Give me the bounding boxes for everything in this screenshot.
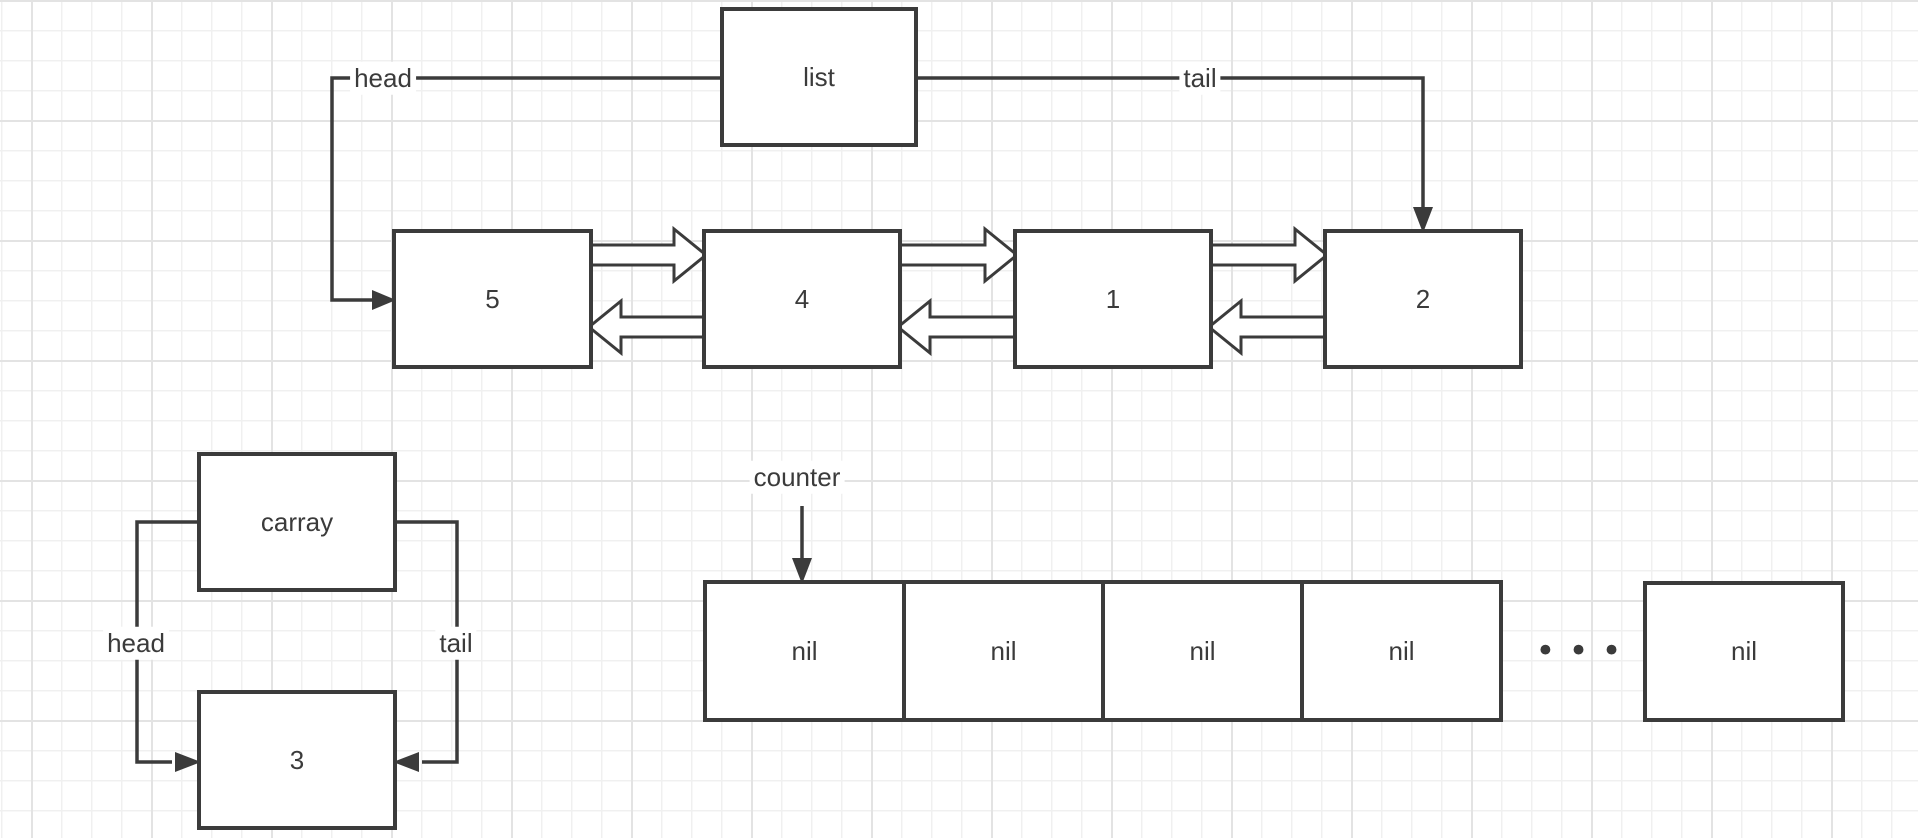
carray-box: carray	[197, 452, 397, 592]
counter-array: nil nil nil nil	[703, 580, 1503, 722]
node-value: 1	[1105, 283, 1121, 314]
next-block-arrow-1-2	[1207, 225, 1330, 285]
head-pointer-line	[330, 76, 724, 302]
ellipsis-dots: •••	[1535, 631, 1635, 671]
prev-block-arrow-1-4	[895, 297, 1019, 357]
tail-edge-label: tail	[1179, 61, 1221, 95]
prev-block-arrow-4-5	[586, 297, 708, 357]
node-value: 5	[485, 283, 500, 314]
node-value: 2	[1415, 283, 1431, 314]
next-block-arrow-4-1	[896, 225, 1020, 285]
tail-nil-cell: nil	[1643, 581, 1845, 722]
counter-pointer-edge	[792, 506, 812, 584]
nil-cell: nil	[703, 580, 906, 722]
node-box-5: 5	[392, 229, 593, 369]
carray-box-label: carray	[260, 506, 334, 537]
prev-block-arrow-2-1	[1206, 297, 1329, 357]
carray-tail-arrowhead-icon	[393, 752, 419, 772]
next-block-arrow-5-4	[587, 225, 709, 285]
tail-pointer-arrowhead-icon	[1413, 207, 1433, 233]
list-box: list	[720, 7, 918, 147]
node-box-2: 2	[1323, 229, 1523, 369]
nil-cell-value: nil	[1189, 635, 1216, 666]
counter-pointer-arrowhead-icon	[792, 558, 812, 584]
node-box-4: 4	[702, 229, 902, 369]
node-value: 3	[289, 744, 305, 775]
head-edge-label: head	[350, 61, 416, 95]
nil-cell: nil	[902, 580, 1105, 722]
node-box-1: 1	[1013, 229, 1213, 369]
node-box-3: 3	[197, 690, 397, 830]
carray-head-arrowhead-icon	[175, 752, 201, 772]
nil-cell: nil	[1300, 580, 1503, 722]
nil-cell-value: nil	[1730, 636, 1757, 666]
nil-cell-value: nil	[1388, 635, 1415, 666]
tail-pointer-line	[914, 76, 1425, 207]
node-value: 4	[794, 283, 810, 314]
tail-pointer-edge	[914, 76, 1433, 233]
carray-head-edge-label: head	[103, 626, 169, 660]
list-box-label: list	[803, 61, 835, 92]
counter-label: counter	[749, 460, 845, 494]
nil-cell-value: nil	[791, 635, 818, 666]
head-pointer-edge	[330, 76, 724, 310]
carray-tail-edge-label: tail	[435, 626, 477, 660]
nil-cell-value: nil	[990, 635, 1017, 666]
nil-cell: nil	[1101, 580, 1304, 722]
head-pointer-arrowhead-icon	[372, 290, 396, 310]
